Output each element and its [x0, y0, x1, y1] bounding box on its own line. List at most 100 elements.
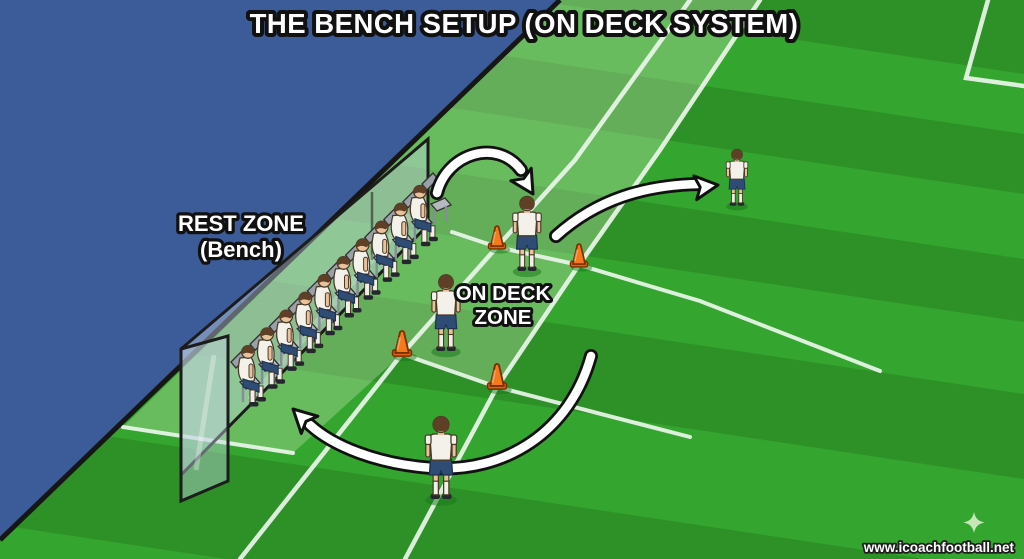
player-sock — [731, 192, 736, 204]
player-shorts — [376, 253, 394, 269]
player-near-shoe — [401, 259, 412, 265]
seat-legs — [432, 205, 448, 225]
arrow-ondeck-to-field — [549, 174, 720, 243]
player-sleeve — [424, 434, 432, 446]
player-hair — [318, 274, 331, 284]
player-arm — [324, 292, 330, 308]
player-near-shoe — [249, 402, 259, 407]
arrow-shaft — [551, 179, 705, 241]
player-shorts — [337, 289, 356, 304]
on-deck-zone-label-line1: ON DECK — [456, 282, 551, 305]
player-hair — [356, 238, 369, 249]
player-near-leg — [402, 247, 409, 262]
player-sleeve — [512, 212, 519, 223]
player-shorts — [357, 271, 375, 287]
player-shirt — [435, 290, 457, 316]
player-far-shoe — [352, 308, 362, 313]
player-near-leg — [325, 318, 332, 333]
player-sock — [528, 253, 535, 268]
cone-highlight — [491, 369, 496, 384]
player-hair — [375, 221, 388, 231]
penalty-box-corner — [963, 0, 1024, 89]
player-shorts — [242, 378, 260, 393]
player-arm — [401, 221, 407, 237]
player-sleeve — [430, 291, 438, 302]
player-near-shoe — [420, 241, 431, 247]
glass-side-panel — [179, 334, 230, 504]
bench-row — [230, 172, 453, 407]
player-near-shoe — [287, 366, 297, 371]
player-hair — [337, 256, 350, 266]
dugout-glass-side — [179, 334, 230, 504]
seated-player — [268, 309, 305, 371]
player-far-shoe — [333, 325, 343, 331]
player-shadow — [512, 266, 542, 278]
player-hair — [279, 310, 293, 320]
player-hair — [260, 327, 274, 338]
player-shorts — [280, 342, 298, 358]
player-hair — [413, 185, 427, 195]
player-far-shoe — [409, 254, 419, 260]
player-hair — [731, 149, 743, 160]
out-of-play-area — [0, 0, 562, 542]
player-shadow — [425, 494, 457, 506]
player-sock — [519, 253, 526, 268]
arrow-head — [509, 166, 535, 196]
player-sock — [447, 332, 454, 348]
player-near-leg — [268, 371, 275, 386]
player-hair — [519, 196, 535, 210]
exiting-player — [424, 415, 458, 506]
seated-player — [306, 273, 343, 336]
training-cones — [391, 225, 593, 395]
sparkle-icon — [963, 512, 985, 533]
player-sleeve — [450, 434, 458, 446]
player-sleeve — [454, 291, 462, 302]
player-shorts — [728, 177, 746, 190]
player-sock — [438, 332, 445, 348]
player-shorts — [395, 235, 413, 251]
player-arm — [420, 203, 426, 219]
cone-body — [489, 362, 505, 387]
player-near-shoe — [344, 313, 354, 318]
seated-player — [325, 256, 362, 318]
player-far-shoe — [257, 397, 266, 402]
player-near-shoe — [363, 295, 374, 300]
glass-side-glare — [193, 354, 217, 471]
player-sleeve — [725, 161, 731, 169]
player-far-shoe — [295, 361, 305, 366]
traffic-cone — [391, 329, 417, 362]
player-shorts — [515, 234, 539, 250]
player-near-shoe — [325, 330, 335, 336]
player-shadow — [431, 346, 461, 358]
field-boundary-line — [0, 0, 562, 542]
player-shadow — [726, 202, 748, 211]
player-near-leg — [306, 336, 313, 351]
waiting-player — [430, 274, 462, 358]
diagram-labels: THE BENCH SETUP (ON DECK SYSTEM) REST ZO… — [175, 4, 1016, 557]
player-hair — [433, 416, 449, 432]
player-arm — [267, 345, 273, 361]
player-arm — [286, 327, 292, 343]
player-near-leg — [421, 229, 428, 244]
field-players — [424, 148, 749, 506]
watermark: www.icoachfootball.net — [863, 540, 1015, 555]
player-arm — [382, 238, 388, 254]
mow-stripe — [0, 525, 227, 559]
on-deck-player — [512, 195, 542, 278]
cone-highlight — [396, 336, 401, 351]
rest-zone-label-line2: (Bench) — [200, 237, 282, 262]
player-near-leg — [345, 300, 351, 315]
rest-zone-label-line1: REST ZONE — [178, 211, 304, 236]
player-shorts — [414, 217, 432, 233]
seated-player — [402, 184, 438, 247]
seated-player — [249, 327, 286, 389]
arrow-bench-to-ondeck — [430, 145, 535, 200]
player-sock — [442, 479, 450, 496]
player-shorts — [318, 306, 336, 322]
on-deck-zone-label-line2: ZONE — [475, 306, 532, 329]
player-shorts — [299, 324, 317, 340]
player-shirt — [516, 211, 538, 237]
player-far-shoe — [371, 290, 381, 295]
seat-pan — [429, 197, 453, 212]
player-arm — [344, 274, 349, 290]
